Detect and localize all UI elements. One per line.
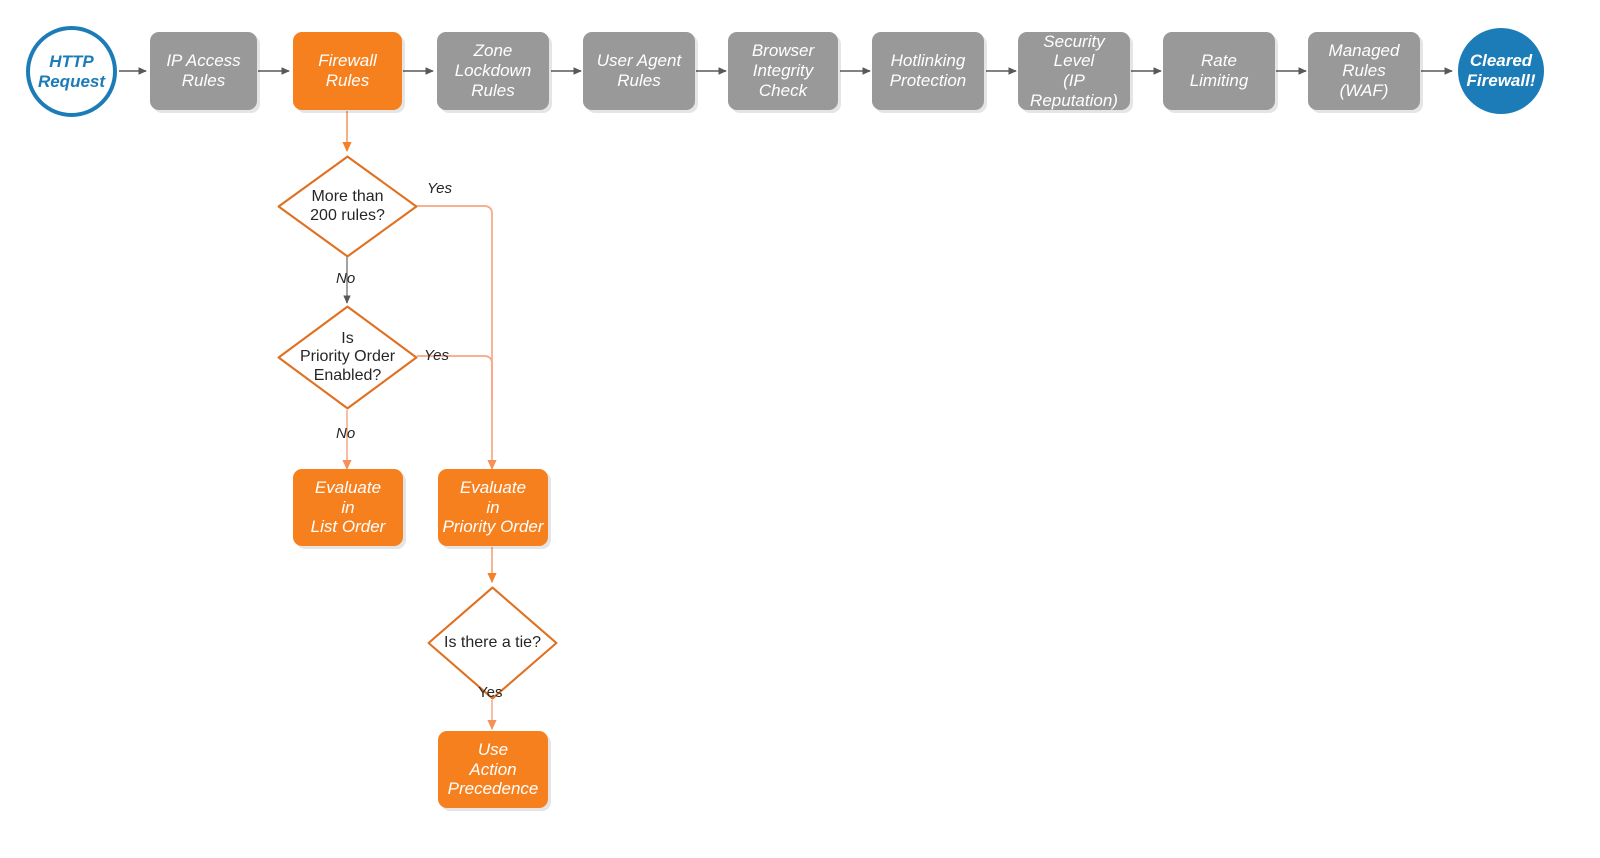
decision-200rules-line-1: More than [311, 187, 384, 205]
node-decision-is-there-a-tie[interactable]: Is there a tie? [427, 586, 558, 700]
user-agent-rules-line-2: Rules [617, 71, 661, 90]
edge-label-no-priority: No [336, 425, 356, 442]
use-action-precedence-line-1: Use [477, 739, 509, 759]
zone-lockdown-rules-line-1: Zone [473, 41, 513, 61]
http-request-line-1: HTTP [49, 51, 94, 71]
node-evaluate-in-list-order[interactable]: Evaluate in List Order [293, 469, 403, 546]
node-hotlinking-protection[interactable]: Hotlinking Protection [872, 32, 984, 110]
edge-label-no-200rules: No [336, 270, 356, 287]
edge-200rules-yes [417, 205, 497, 470]
evaluate-priority-order-line-3: Priority Order [442, 517, 544, 537]
cleared-firewall-line-1: Cleared [1469, 51, 1533, 71]
edge-label-yes-200rules: Yes [427, 180, 453, 197]
cleared-firewall-line-2: Firewall! [1466, 71, 1536, 90]
managed-rules-waf-line-2: Rules [1342, 61, 1386, 81]
node-managed-rules-waf[interactable]: Managed Rules (WAF) [1308, 32, 1420, 110]
evaluate-list-order-line-2: in [341, 497, 355, 517]
edge-label-yes-tie: Yes [478, 684, 503, 701]
diamond-shape-icon [427, 586, 558, 700]
zone-lockdown-rules-line-2: Lockdown [454, 61, 532, 81]
security-level-line-2: Level [1053, 51, 1095, 71]
node-cleared-firewall[interactable]: Cleared Firewall! [1458, 28, 1544, 114]
managed-rules-waf-line-3: (WAF) [1339, 80, 1389, 100]
decision-priority-line-1: Is [341, 329, 354, 347]
managed-rules-waf-line-1: Managed [1328, 41, 1400, 61]
node-firewall-rules[interactable]: Firewall Rules [293, 32, 402, 110]
diamond-shape-icon [277, 305, 418, 410]
firewall-rules-line-2: Rules [325, 71, 370, 90]
rate-limiting-line-1: Rate [1201, 51, 1237, 71]
node-user-agent-rules[interactable]: User Agent Rules [583, 32, 695, 110]
diamond-shape-icon [277, 155, 418, 258]
use-action-precedence-line-2: Action [469, 759, 517, 779]
user-agent-rules-line-1: User Agent [596, 51, 682, 71]
edge-label-yes-priority: Yes [424, 347, 450, 364]
node-ip-access-rules[interactable]: IP Access Rules [150, 32, 257, 110]
node-http-request[interactable]: HTTP Request [26, 26, 117, 117]
node-browser-integrity-check[interactable]: Browser Integrity Check [728, 32, 838, 110]
use-action-precedence-line-3: Precedence [447, 779, 539, 799]
browser-integrity-check-line-2: Integrity [752, 61, 814, 81]
decision-priority-line-3: Enabled? [313, 366, 382, 384]
ip-access-rules-line-2: Rules [181, 71, 226, 90]
node-rate-limiting[interactable]: Rate Limiting [1163, 32, 1275, 110]
node-use-action-precedence[interactable]: Use Action Precedence [438, 731, 548, 808]
http-request-line-2: Request [37, 71, 106, 91]
node-decision-more-than-200-rules[interactable]: More than 200 rules? [277, 155, 418, 258]
node-decision-is-priority-order-enabled[interactable]: Is Priority Order Enabled? [277, 305, 418, 410]
hotlinking-protection-line-2: Protection [889, 71, 967, 90]
browser-integrity-check-line-1: Browser [751, 41, 815, 61]
node-evaluate-in-priority-order[interactable]: Evaluate in Priority Order [438, 469, 548, 546]
security-level-line-3: (IP Reputation) [1030, 71, 1118, 110]
firewall-rules-line-1: Firewall [318, 51, 377, 71]
rate-limiting-line-2: Limiting [1189, 71, 1249, 90]
security-level-line-1: Security [1043, 31, 1105, 51]
node-zone-lockdown-rules[interactable]: Zone Lockdown Rules [437, 32, 549, 110]
ip-access-rules-line-1: IP Access [166, 51, 241, 71]
decision-tie-line-1: Is there a tie? [444, 633, 541, 651]
hotlinking-protection-line-1: Hotlinking [890, 51, 966, 71]
zone-lockdown-rules-line-3: Rules [471, 80, 515, 100]
evaluate-priority-order-line-1: Evaluate [459, 477, 527, 497]
decision-priority-line-2: Priority Order [299, 348, 396, 366]
node-security-level[interactable]: Security Level (IP Reputation) [1018, 32, 1130, 110]
browser-integrity-check-line-3: Check [758, 80, 808, 100]
evaluate-priority-order-line-2: in [486, 497, 500, 517]
evaluate-list-order-line-1: Evaluate [314, 477, 382, 497]
decision-200rules-line-2: 200 rules? [310, 206, 385, 224]
evaluate-list-order-line-3: List Order [310, 517, 386, 537]
